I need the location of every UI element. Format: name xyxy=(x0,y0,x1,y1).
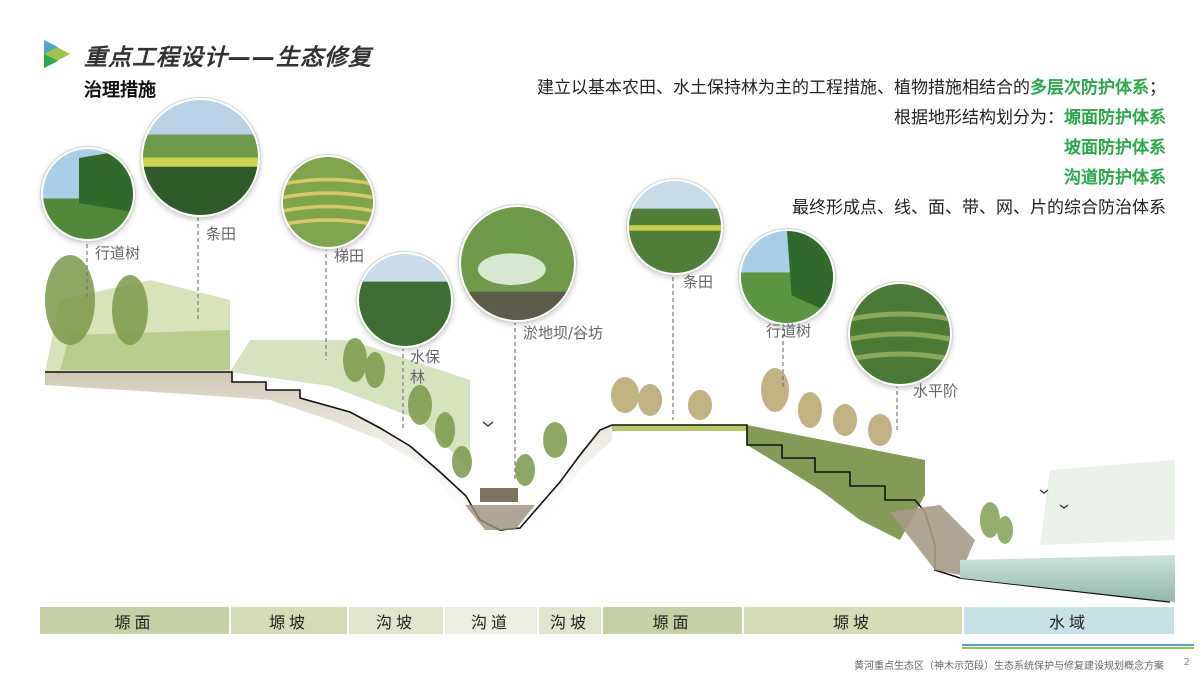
zone-plateau-2: 塬面 xyxy=(603,607,744,634)
description-highlight-multilayer: 多层次防护体系 xyxy=(1030,78,1149,98)
page-number: 2 xyxy=(1183,657,1190,668)
description-line-1-text: 建立以基本农田、水土保持林为主的工程措施、植物措施相结合的 xyxy=(537,78,1030,98)
callout-water-conservation-forest: 水保林 xyxy=(410,348,441,386)
check-dam xyxy=(480,488,518,502)
callout-check-dam: 淤地坝/谷坊 xyxy=(523,324,604,342)
zone-water: 水域 xyxy=(964,607,1174,634)
footer-decor-lines xyxy=(962,644,1194,649)
description-line-2-text: 根据地形结构划分为： xyxy=(894,108,1064,128)
photo-horizontal-steps xyxy=(848,282,952,386)
terrain-section-illustration xyxy=(45,210,1175,603)
zone-gully-channel: 沟道 xyxy=(445,607,539,634)
zone-plateau-slope: 塬坡 xyxy=(231,607,349,634)
footer-text: 黄河重点生态区（神木示范段）生态系统保护与修复建设规划概念方案 xyxy=(854,661,1164,672)
description-line-1: 建立以基本农田、水土保持林为主的工程措施、植物措施相结合的多层次防护体系； xyxy=(537,73,1166,98)
photo-roadside-trees-2 xyxy=(739,229,835,325)
callout-roadside-trees: 行道树 xyxy=(95,244,141,262)
photo-check-dam xyxy=(459,205,576,322)
photo-roadside-trees xyxy=(41,147,135,241)
callout-strip-fields: 条田 xyxy=(206,225,237,243)
description-line-1-suffix: ； xyxy=(1149,78,1166,98)
description-line-2: 根据地形结构划分为：塬面防护体系 xyxy=(894,103,1166,128)
description-line-5: 最终形成点、线、面、带、网、片的综合防治体系 xyxy=(792,198,1166,218)
description-highlight-slope: 坡面防护体系 xyxy=(1064,138,1166,158)
description-highlight-plateau: 塬面防护体系 xyxy=(1064,108,1166,128)
zone-bar: 塬面 塬坡 沟坡 沟道 沟坡 塬面 塬坡 水域 xyxy=(40,607,1174,634)
photo-strip-fields-2 xyxy=(627,179,723,275)
callout-strip-fields-2: 条田 xyxy=(683,273,714,291)
callout-roadside-trees-2: 行道树 xyxy=(766,322,812,340)
header-triangle-icon xyxy=(44,40,70,68)
photo-terraced-fields xyxy=(281,155,375,249)
zone-gully-slope-2: 沟坡 xyxy=(539,607,603,634)
zone-plateau-slope-2: 塬坡 xyxy=(744,607,964,634)
zone-gully-slope: 沟坡 xyxy=(349,607,445,634)
description-highlight-gully: 沟道防护体系 xyxy=(1064,168,1166,188)
photo-strip-fields-1 xyxy=(141,98,260,217)
callout-horizontal-steps: 水平阶 xyxy=(913,382,959,400)
section-label: 治理措施 xyxy=(84,80,156,101)
zone-plateau: 塬面 xyxy=(40,607,231,634)
callout-terraced-fields: 梯田 xyxy=(334,247,365,265)
page-title: 重点工程设计——生态修复 xyxy=(84,45,372,71)
photo-water-conservation-forest xyxy=(357,252,453,348)
